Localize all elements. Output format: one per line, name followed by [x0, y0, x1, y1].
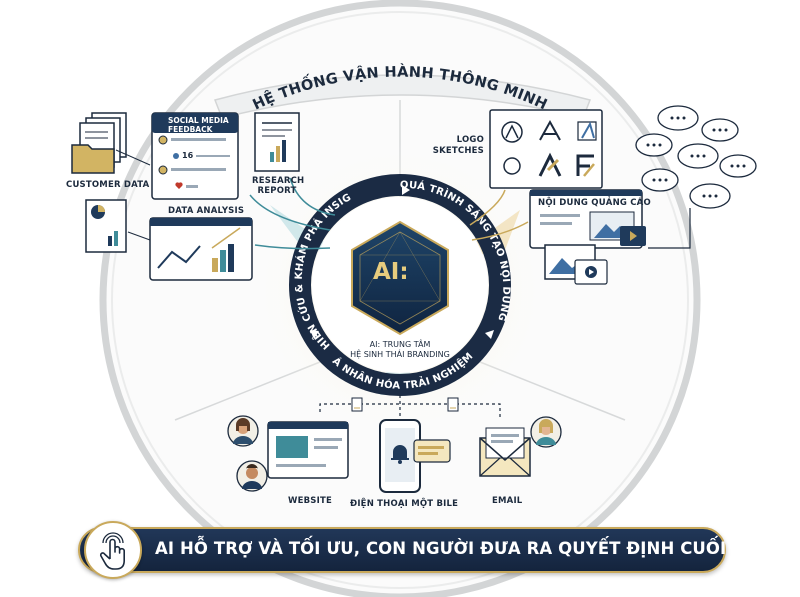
connector-customer [115, 149, 151, 166]
ring-arrow-top [402, 185, 410, 195]
ring-arrow-right [485, 330, 494, 339]
ads-content-window [529, 189, 646, 285]
connector-left [127, 231, 151, 241]
footer-banner-text: AI HỖ TRỢ VÀ TỐI ƯU, CON NGƯỜI ĐƯA RA QU… [155, 539, 786, 558]
data-analysis-doc [85, 199, 127, 253]
label-website: WEBSITE [288, 496, 332, 506]
user-avatar-female-right [530, 416, 562, 448]
label-like-count: 16 [182, 151, 194, 160]
mini-doc-icons [351, 397, 459, 412]
logo-sketches-sheet [489, 109, 603, 189]
social-feedback-card [151, 112, 239, 200]
arrow-analysis [254, 244, 331, 250]
label-ads-content: NỘI DUNG QUẢNG CÁO [538, 198, 651, 208]
email-icon [479, 427, 531, 477]
ai-logo-text: AI: [373, 259, 409, 285]
ring-arrow-left [310, 330, 319, 339]
label-customer-data: CUSTOMER DATA [66, 180, 150, 190]
footer-banner [78, 527, 726, 573]
label-data-analysis: DATA ANALYSIS [168, 206, 245, 216]
user-avatar-female-left [227, 415, 259, 447]
chat-dots [646, 116, 746, 198]
hand-tap-icon [99, 532, 125, 570]
arrow-ads [471, 221, 529, 241]
mobile-phone-icon [379, 419, 451, 493]
label-logo-sketches: LOGO SKETCHES [432, 135, 484, 156]
data-analysis-screen [149, 217, 253, 281]
core-caption: AI: TRUNG TÂM HỆ SINH THÁI BRANDING [350, 340, 450, 359]
customer-data-icon [71, 112, 127, 174]
website-icon [267, 421, 349, 479]
arrow-research-report [289, 177, 336, 216]
arrow-social [249, 194, 331, 231]
hand-badge [84, 521, 142, 579]
outer-ring-inner [111, 11, 689, 589]
arrow-logo [469, 189, 506, 226]
connector-bubbles [648, 208, 691, 249]
process-ring [289, 174, 511, 396]
label-social-feedback: SOCIAL MEDIA FEEDBACK [168, 116, 229, 134]
label-mobile: ĐIỆN THOẠI MỘT BILE [350, 499, 459, 509]
label-research-report: RESEARCH REPORT [252, 176, 305, 196]
distribution-line [319, 403, 501, 420]
research-report-icon [254, 112, 300, 172]
ai-hexagon [351, 220, 449, 336]
user-avatar-male-left [236, 460, 268, 492]
label-email: EMAIL [492, 496, 523, 506]
